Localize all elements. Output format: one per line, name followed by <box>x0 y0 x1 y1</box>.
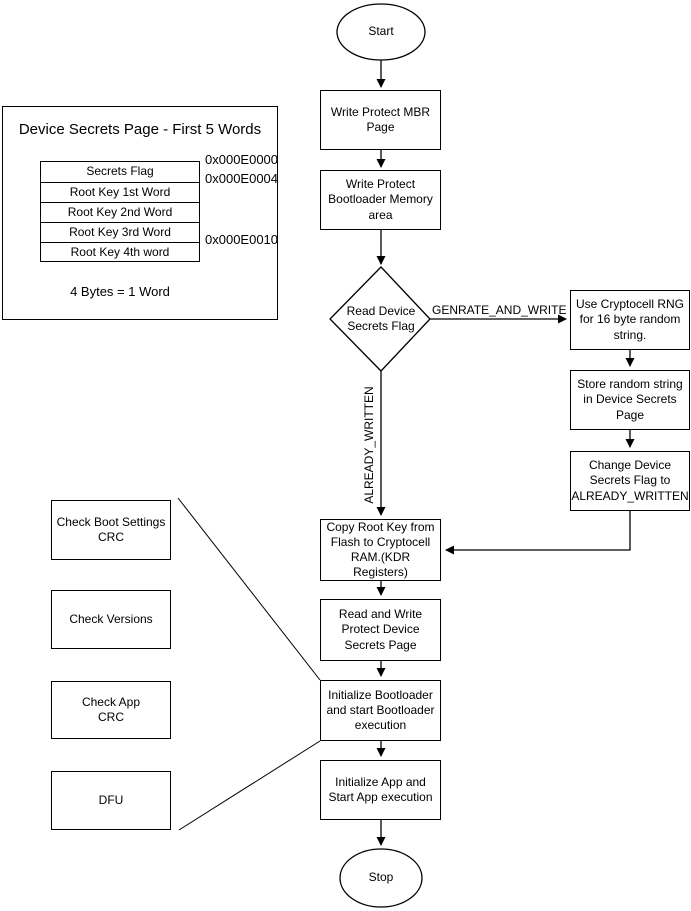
stop-terminator-shape <box>339 848 423 908</box>
process-label: Copy Root Key from Flash to Cryptocell R… <box>326 519 435 580</box>
legend-address-2: 0x000E0010 <box>205 232 279 247</box>
edge-label-generate-and-write: GENRATE_AND_WRITE <box>432 303 567 317</box>
side-task-label: Check App CRC <box>81 694 141 724</box>
legend-row-root-key-4: Root Key 4th word <box>41 242 199 262</box>
side-task-check-boot-settings-crc: Check Boot Settings CRC <box>51 500 171 560</box>
process-write-protect-bootloader: Write Protect Bootloader Memory area <box>320 170 441 230</box>
process-initialize-app: Initialize App and Start App execution <box>320 760 441 820</box>
edge-label-already-written: ALREADY_WRITTEN <box>362 386 376 504</box>
side-task-label: DFU <box>98 792 124 807</box>
process-label: Write Protect MBR Page <box>330 104 431 134</box>
stop-terminator: Stop <box>368 870 394 885</box>
process-label: Read and Write Protect Device Secrets Pa… <box>338 607 423 652</box>
process-label: Change Device Secrets Flag to ALREADY_WR… <box>571 458 689 503</box>
legend-address-0: 0x000E0000 <box>205 152 279 167</box>
legend-row-root-key-2: Root Key 2nd Word <box>41 202 199 222</box>
process-copy-root-key: Copy Root Key from Flash to Cryptocell R… <box>320 519 441 581</box>
process-store-random-string: Store random string in Device Secrets Pa… <box>570 370 690 430</box>
side-task-check-app-crc: Check App CRC <box>51 681 171 739</box>
side-task-label: Check Boot Settings CRC <box>56 514 166 544</box>
process-initialize-bootloader: Initialize Bootloader and start Bootload… <box>320 680 441 741</box>
process-label: Initialize App and Start App execution <box>328 774 433 804</box>
process-label: Write Protect Bootloader Memory area <box>328 177 433 222</box>
process-change-secrets-flag: Change Device Secrets Flag to ALREADY_WR… <box>570 451 690 511</box>
process-label: Initialize Bootloader and start Bootload… <box>326 687 435 733</box>
process-use-cryptocell-rng: Use Cryptocell RNG for 16 byte random st… <box>570 290 690 350</box>
legend-row-root-key-3: Root Key 3rd Word <box>41 222 199 242</box>
grouping-line-bottom <box>178 740 321 831</box>
side-task-check-versions: Check Versions <box>51 590 171 649</box>
process-label: Store random string in Device Secrets Pa… <box>577 377 683 422</box>
byte-width-label: 4 Bytes = 1 Word <box>70 284 170 299</box>
arrow-change-to-copy <box>445 511 631 555</box>
process-label: Use Cryptocell RNG for 16 byte random st… <box>575 297 685 342</box>
legend-title: Device Secrets Page - First 5 Words <box>18 121 262 138</box>
side-task-dfu: DFU <box>51 771 171 830</box>
grouping-line-top <box>177 497 321 681</box>
legend-row-root-key-1: Root Key 1st Word <box>41 182 199 202</box>
decision-read-secrets-flag: Read Device Secrets Flag <box>346 303 416 333</box>
process-write-protect-mbr: Write Protect MBR Page <box>320 90 441 150</box>
legend-row-secrets-flag: Secrets Flag <box>86 164 154 178</box>
start-terminator: Start <box>368 24 394 39</box>
legend-table: Secrets Flag Root Key 1st Word Root Key … <box>40 161 200 262</box>
legend-address-1: 0x000E0004 <box>205 171 279 186</box>
process-rw-protect-secrets-page: Read and Write Protect Device Secrets Pa… <box>320 599 441 661</box>
side-task-label: Check Versions <box>69 611 153 626</box>
